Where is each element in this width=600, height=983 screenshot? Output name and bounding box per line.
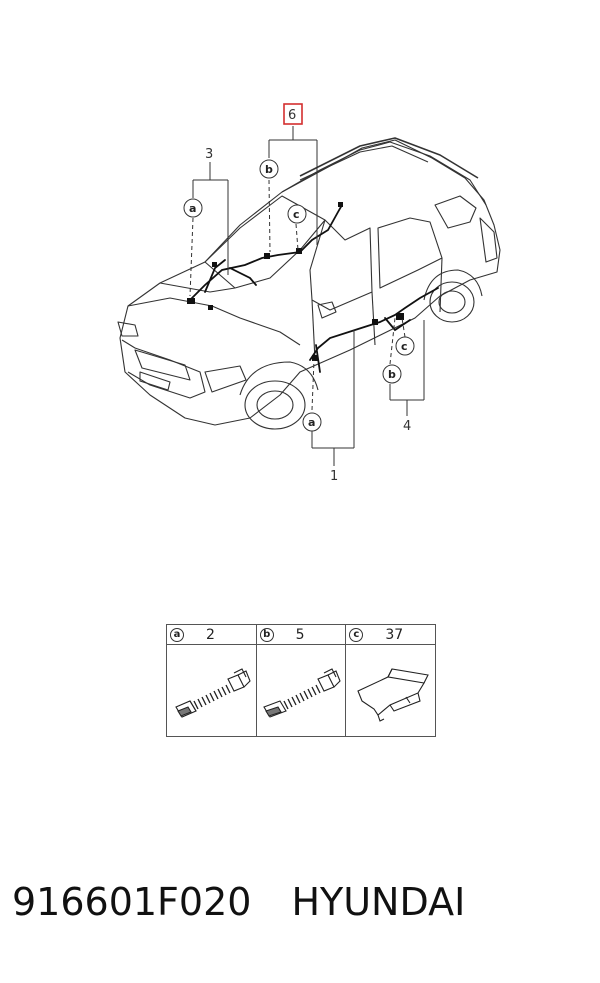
harness-connectors — [187, 202, 404, 361]
footer-caption: 916601F020 HYUNDAI — [12, 880, 592, 924]
brand-name: HYUNDAI — [291, 880, 466, 924]
key-circle-b: b — [259, 627, 274, 642]
parts-header-a: a 2 — [166, 624, 257, 645]
circle-key-c-bottom: c — [395, 336, 415, 356]
leader-lines — [192, 126, 425, 466]
key-circle-a: a — [170, 627, 184, 642]
qty-b: 5 — [295, 626, 305, 643]
svg-text:a: a — [189, 202, 196, 215]
circle-key-b-top: b — [259, 159, 279, 179]
callout-6-highlight-box — [283, 103, 303, 125]
protector-bracket-icon — [356, 667, 429, 722]
part-image-b — [255, 644, 347, 737]
wiring-diagram: 1 3 4 6 b c a a b c — [117, 103, 501, 484]
callout-3: 3 — [205, 147, 213, 162]
circle-key-c-top: c — [287, 204, 307, 224]
parts-header-c: c 37 — [345, 624, 436, 645]
grommet-with-corrugated-tube-icon — [263, 667, 341, 718]
circle-key-a-top: a — [183, 198, 203, 218]
vehicle-outline — [117, 137, 501, 430]
svg-text:c: c — [293, 208, 300, 221]
part-image-c — [345, 644, 436, 737]
svg-text:a: a — [308, 416, 315, 429]
parts-table: a 2 b 5 c 37 — [166, 624, 436, 737]
svg-text:c: c — [401, 340, 408, 353]
circle-key-b-bottom: b — [382, 364, 402, 384]
key-circle-c: c — [349, 627, 364, 642]
circle-key-a-bottom: a — [302, 412, 322, 432]
part-image-a — [166, 644, 257, 737]
grommet-with-corrugated-tube-icon — [175, 667, 251, 718]
qty-a: 2 — [206, 626, 215, 643]
svg-text:b: b — [265, 163, 273, 176]
callout-4: 4 — [403, 419, 411, 434]
svg-text:b: b — [388, 368, 396, 381]
qty-c: 37 — [385, 626, 404, 643]
part-number: 916601F020 — [12, 880, 252, 924]
dashed-leaders — [189, 179, 406, 411]
callout-6: 6 — [288, 108, 296, 123]
wiring-harness — [189, 204, 439, 373]
parts-header-b: b 5 — [255, 624, 347, 645]
callout-1: 1 — [330, 469, 338, 484]
